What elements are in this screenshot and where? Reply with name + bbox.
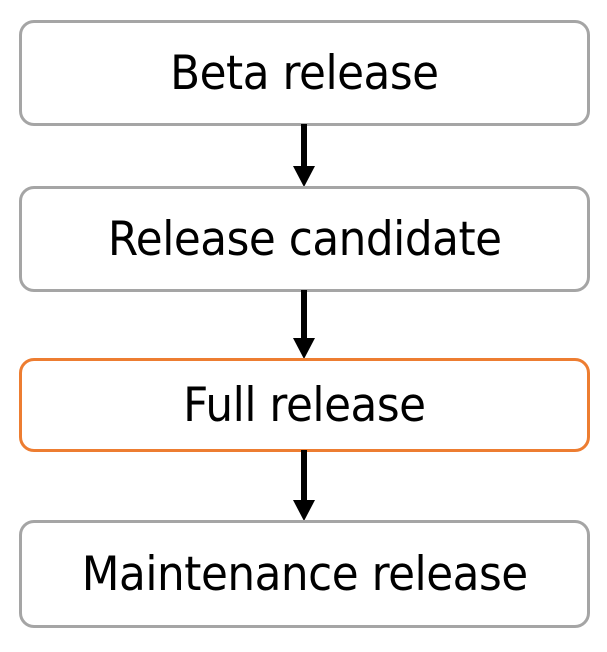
flow-node-release-candidate[interactable]: Release candidate <box>19 186 590 292</box>
flow-node-label: Maintenance release <box>81 546 528 602</box>
flow-node-label: Full release <box>183 377 426 433</box>
flow-arrow-full-release-to-maintenance-release <box>293 450 315 522</box>
flow-arrow-beta-to-release-candidate <box>293 124 315 188</box>
flow-node-full-release[interactable]: Full release <box>19 358 590 452</box>
flow-node-beta-release[interactable]: Beta release <box>19 20 590 126</box>
flow-arrow-release-candidate-to-full-release <box>293 290 315 360</box>
flow-node-label: Release candidate <box>107 211 502 267</box>
flow-node-label: Beta release <box>170 45 439 101</box>
flow-node-maintenance-release[interactable]: Maintenance release <box>19 520 590 628</box>
